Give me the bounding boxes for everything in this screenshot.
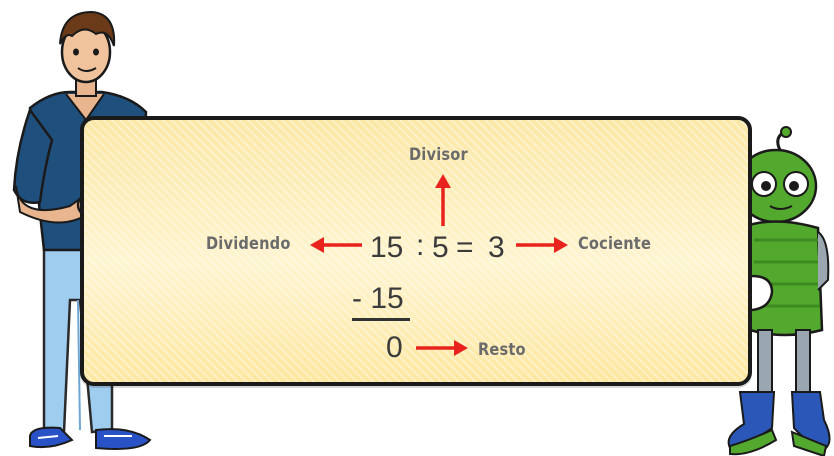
division-sign: :: [416, 229, 425, 262]
remainder-number: 0: [386, 331, 403, 364]
dividend-label: Dividendo: [206, 234, 291, 254]
quotient-number: 3: [488, 231, 505, 264]
quotient-label: Cociente: [578, 234, 652, 254]
quotient-arrow: [516, 237, 568, 253]
divisor-arrow: [435, 174, 451, 226]
remainder-arrow: [416, 340, 468, 356]
remainder-label: Resto: [478, 340, 526, 360]
divisor-number: 5: [432, 231, 449, 264]
equals-sign: =: [456, 231, 474, 264]
whiteboard: [80, 116, 752, 386]
dividend-number: 15: [370, 231, 404, 264]
divisor-label: Divisor: [409, 145, 468, 165]
subtraction-line: - 15: [352, 282, 404, 315]
dividend-arrow: [310, 237, 362, 253]
subtraction-rule: [352, 318, 410, 321]
